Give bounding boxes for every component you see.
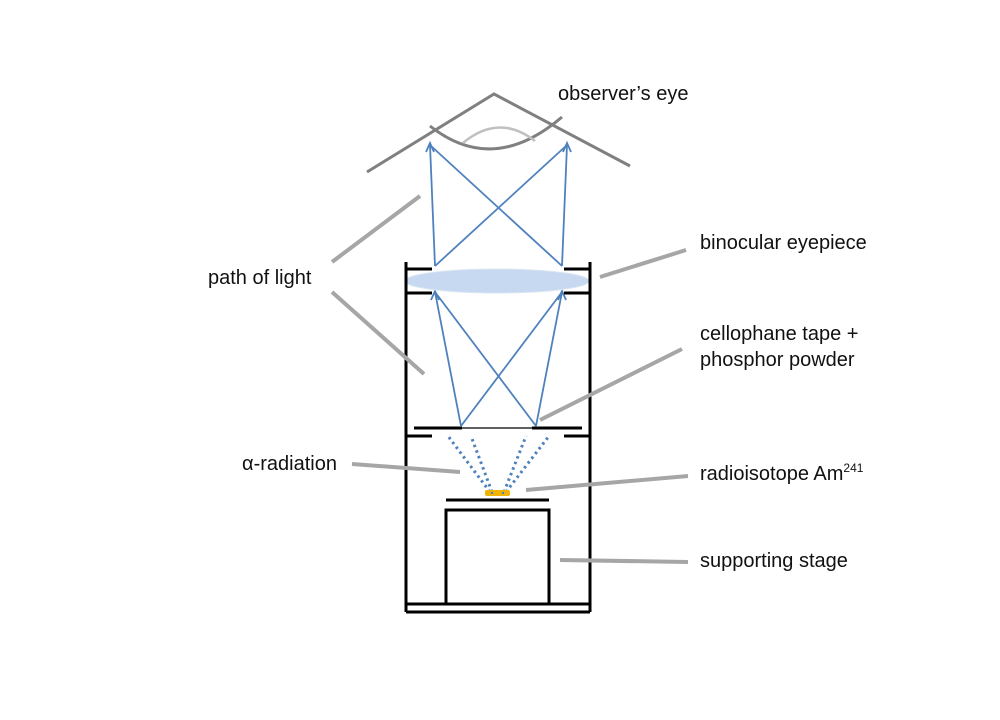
ray-left-upper — [429, 144, 436, 267]
tube-frame — [404, 262, 592, 614]
label-observer-eye: observer’s eye — [558, 83, 688, 105]
leader-isotope — [525, 474, 689, 492]
ray-right-upper — [561, 144, 568, 267]
label-radioisotope-main: radioisotope Am — [700, 463, 843, 485]
eye-pupil-arc — [462, 126, 536, 144]
leader-light-lower — [330, 290, 426, 376]
label-radioisotope-superscript: 241 — [843, 461, 863, 475]
leader-alpha — [351, 462, 461, 474]
leader-tape — [539, 347, 683, 422]
leader-lines — [330, 194, 689, 564]
arrowhead — [425, 140, 435, 153]
ray-cross-2 — [429, 144, 563, 267]
arrowhead — [562, 140, 572, 153]
eyepiece-lens — [404, 268, 590, 294]
ray-cross-1 — [434, 144, 568, 267]
arrowhead — [557, 288, 567, 301]
leader-light-upper — [330, 194, 422, 264]
alpha-radiation-paths — [446, 435, 551, 493]
observer-eye — [366, 92, 631, 174]
label-path-of-light: path of light — [208, 267, 312, 289]
arrowhead — [430, 288, 440, 301]
alpha-path — [446, 435, 492, 493]
alpha-path — [502, 435, 528, 493]
isotope-dot — [501, 491, 505, 495]
alpha-path — [504, 435, 551, 493]
ray-cross-3 — [460, 291, 563, 427]
radioisotope-source — [485, 490, 510, 496]
alpha-path — [469, 435, 494, 493]
eye-lower-arc — [429, 115, 563, 151]
label-tape-line-1: cellophane tape + — [700, 323, 858, 345]
ray-cross-4 — [434, 291, 537, 427]
label-radioisotope: radioisotope Am241 — [700, 461, 864, 485]
eye-eyelid — [366, 92, 631, 174]
ray-right-lower — [535, 291, 563, 427]
label-binocular-eyepiece: binocular eyepiece — [700, 232, 867, 254]
isotope-dot — [490, 491, 494, 495]
label-supporting-stage: supporting stage — [700, 550, 848, 572]
leader-eyepiece — [599, 248, 687, 279]
supporting-stage-block — [444, 508, 551, 604]
light-rays — [425, 140, 572, 427]
label-tape-line-2: phosphor powder — [700, 349, 855, 371]
leader-stage — [559, 558, 689, 564]
ray-left-lower — [434, 291, 462, 427]
label-alpha-radiation: α-radiation — [242, 453, 337, 475]
